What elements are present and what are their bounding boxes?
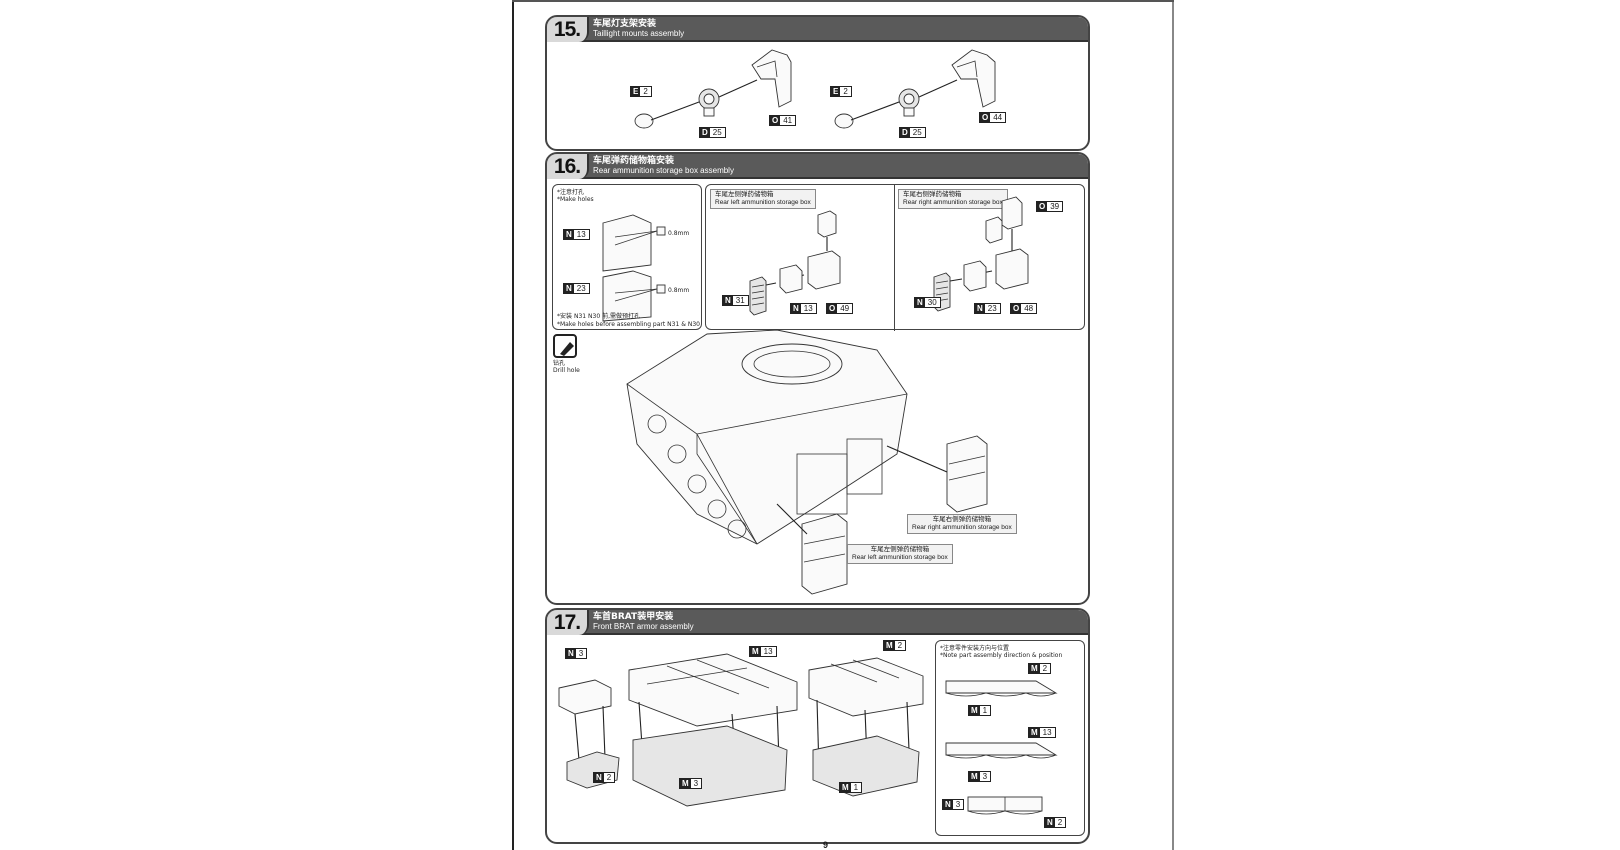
drill-icon-label-cn: 钻孔 — [553, 360, 566, 367]
brat-armor-diagram — [558, 653, 924, 807]
right-box-title: 车尾右侧弹药储物箱 Rear right ammunition storage … — [898, 189, 1008, 209]
step-title-cn: 车尾弹药储物箱安装 — [593, 156, 675, 166]
note-cn: *注意零件安装方向与位置 — [940, 645, 1010, 652]
step-title-en: Taillight mounts assembly — [593, 29, 685, 38]
step-number: 17. — [547, 610, 589, 635]
page-edge-left — [512, 0, 514, 850]
step-header: 17. 车首BRAT装甲安装 Front BRAT armor assembly — [547, 610, 1088, 635]
drill-footer-en: *Make holes before assembling part N31 &… — [557, 321, 700, 328]
callout-rear-right-box: 车尾右侧弹药储物箱 Rear right ammunition storage … — [907, 514, 1017, 534]
step-title-cn: 车首BRAT装甲安装 — [593, 612, 674, 622]
drill-icon — [553, 334, 577, 358]
left-box-title: 车尾左侧弹药储物箱 Rear left ammunition storage b… — [710, 189, 816, 209]
page-number: 9 — [823, 840, 829, 850]
direction-note-diagram — [945, 680, 1058, 815]
step-17-panel: 17. 车首BRAT装甲安装 Front BRAT armor assembly… — [545, 608, 1090, 844]
drill-note-en: *Make holes — [557, 196, 594, 203]
drill-note-cn: *注意打孔 — [557, 189, 585, 196]
step-number: 15. — [547, 17, 589, 42]
drill-plates-diagram — [602, 214, 666, 322]
drill-icon-label-en: Drill hole — [553, 367, 580, 374]
step-title-en: Rear ammunition storage box assembly — [593, 166, 734, 175]
divider — [894, 185, 895, 331]
step-number: 16. — [547, 154, 589, 179]
drill-size-label: 0.8mm — [668, 287, 690, 294]
assembly-direction-note-panel: *注意零件安装方向与位置 *Note part assembly directi… — [935, 640, 1085, 836]
drill-footer-cn: *安装 N31 N30 前,需做预打孔 — [557, 313, 640, 320]
page-edge-right — [1172, 0, 1174, 850]
step-header: 15. 车尾灯支架安装 Taillight mounts assembly — [547, 17, 1088, 42]
tank-hull-diagram — [626, 329, 988, 595]
step-title-en: Front BRAT armor assembly — [593, 622, 694, 631]
taillight-diagram — [634, 49, 996, 129]
step-title-cn: 车尾灯支架安装 — [593, 19, 657, 29]
note-en: *Note part assembly direction & position — [940, 652, 1063, 659]
step-16-panel: 16. 车尾弹药储物箱安装 Rear ammunition storage bo… — [545, 152, 1090, 605]
ammo-box-assembly-frame: 车尾左侧弹药储物箱 Rear left ammunition storage b… — [705, 184, 1085, 331]
page-edge-top — [512, 0, 1174, 2]
drill-size-label: 0.8mm — [668, 230, 690, 237]
callout-rear-left-box: 车尾左侧弹药储物箱 Rear left ammunition storage b… — [847, 544, 953, 564]
step-header: 16. 车尾弹药储物箱安装 Rear ammunition storage bo… — [547, 154, 1088, 179]
